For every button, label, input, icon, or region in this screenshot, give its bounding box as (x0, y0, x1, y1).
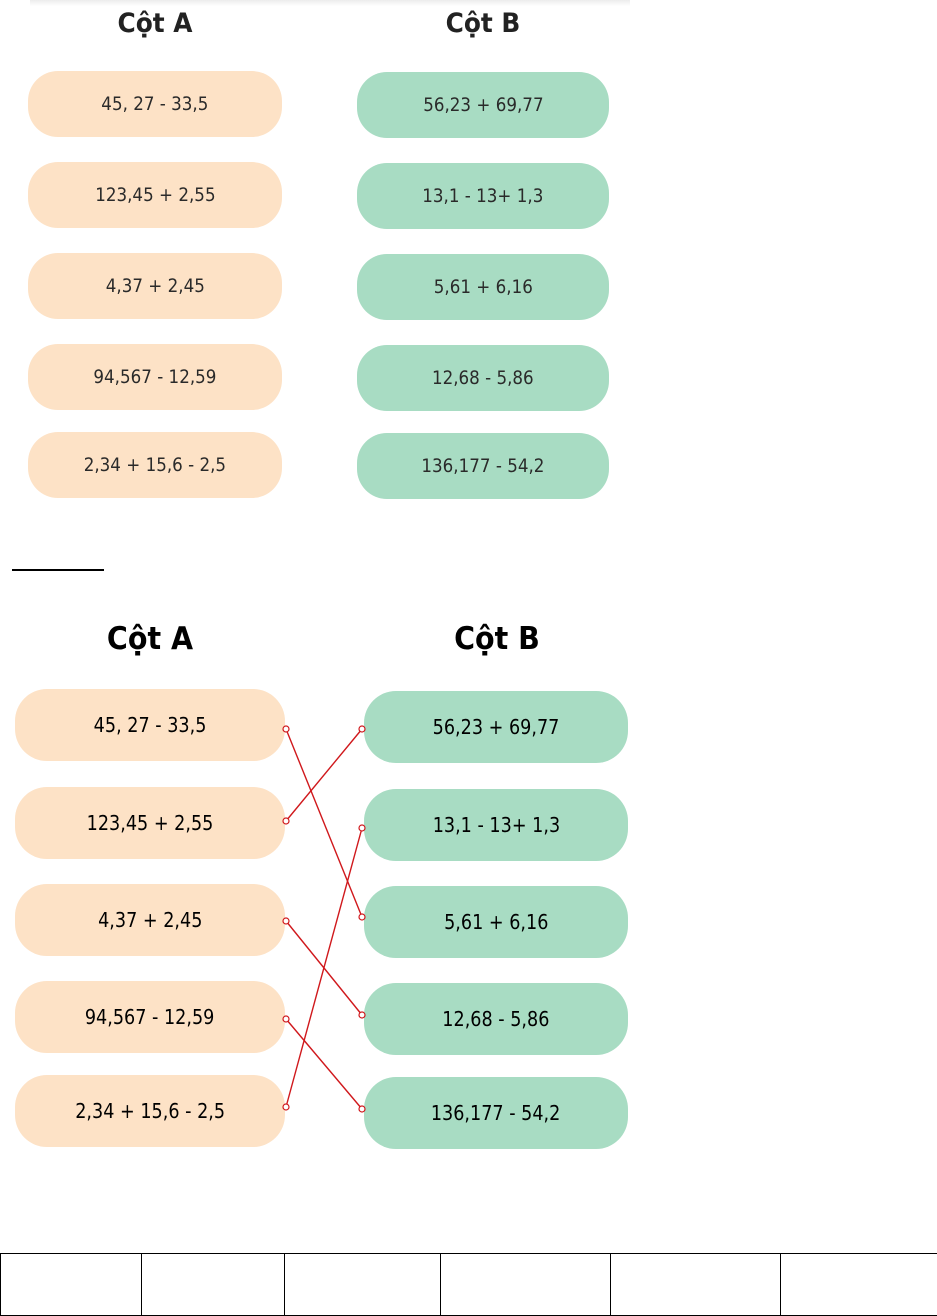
question-col-b-item-2: 13,1 - 13+ 1,3 (357, 163, 609, 229)
question-col-a-item-1: 45, 27 - 33,5 (28, 71, 282, 137)
question-column-b-title: Cột B (445, 8, 521, 39)
footer-table-cell (780, 1253, 937, 1316)
answer-col-b-item-3: 5,61 + 6,16 (364, 886, 628, 958)
match-line-2 (285, 728, 363, 822)
answer-col-b-item-2: 13,1 - 13+ 1,3 (364, 789, 628, 861)
answer-column-b-title: Cột B (454, 621, 540, 657)
footer-table (0, 1253, 937, 1316)
footer-table-cell (440, 1253, 611, 1316)
question-col-b-item-4: 12,68 - 5,86 (357, 345, 609, 411)
match-line-1 (285, 728, 363, 918)
answer-col-b-item-5: 136,177 - 54,2 (364, 1077, 628, 1149)
footer-table-cell (0, 1253, 142, 1316)
footer-table-cell (610, 1253, 781, 1316)
answer-col-b-item-4: 12,68 - 5,86 (364, 983, 628, 1055)
footer-table-row (0, 1253, 937, 1316)
question-col-a-item-4: 94,567 - 12,59 (28, 344, 282, 410)
answer-col-a-item-5: 2,34 + 15,6 - 2,5 (15, 1075, 285, 1147)
question-col-b-item-1: 56,23 + 69,77 (357, 72, 609, 138)
answer-heading-underline (12, 569, 104, 571)
answer-col-a-item-4: 94,567 - 12,59 (15, 981, 285, 1053)
question-col-a-item-2: 123,45 + 2,55 (28, 162, 282, 228)
answer-col-a-item-2: 123,45 + 2,55 (15, 787, 285, 859)
footer-table-cell (284, 1253, 441, 1316)
match-line-3 (285, 920, 363, 1016)
footer-table-cell (141, 1253, 285, 1316)
answer-column-a-title: Cột A (106, 621, 194, 657)
match-line-5 (285, 827, 363, 1108)
question-col-a-item-5: 2,34 + 15,6 - 2,5 (28, 432, 282, 498)
top-edge-shadow (30, 0, 630, 6)
question-col-b-item-5: 136,177 - 54,2 (357, 433, 609, 499)
question-column-a-title: Cột A (117, 8, 193, 39)
answer-col-a-item-3: 4,37 + 2,45 (15, 884, 285, 956)
question-col-a-item-3: 4,37 + 2,45 (28, 253, 282, 319)
match-line-4 (285, 1018, 363, 1110)
answer-col-a-item-1: 45, 27 - 33,5 (15, 689, 285, 761)
answer-col-b-item-1: 56,23 + 69,77 (364, 691, 628, 763)
question-col-b-item-3: 5,61 + 6,16 (357, 254, 609, 320)
